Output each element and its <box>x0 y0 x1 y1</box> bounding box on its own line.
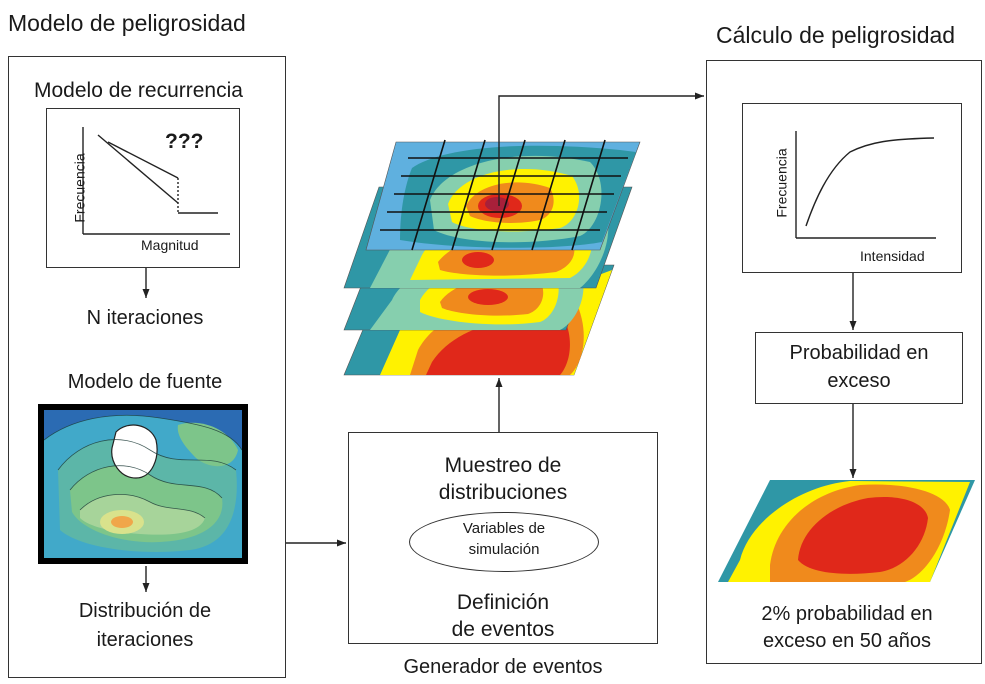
distribution-label-line1: Distribución de <box>78 600 212 622</box>
n-iterations-label: N iteraciones <box>86 307 204 329</box>
hazard-curve <box>795 131 936 239</box>
event-generator-caption: Generador de eventos <box>403 656 603 678</box>
recurrence-model-title: Modelo de recurrencia <box>34 79 243 102</box>
event-generator-box <box>348 432 658 644</box>
definition-label-line1: Definición <box>456 591 550 614</box>
source-model-title: Modelo de fuente <box>67 371 223 393</box>
recurrence-chart <box>46 108 240 268</box>
exceedance-label-line1: Probabilidad en <box>789 342 929 364</box>
sampling-label-line1: Muestreo de <box>444 454 562 477</box>
result-label-line2: exceso en 50 años <box>763 630 931 652</box>
definition-label-line2: de eventos <box>451 618 555 641</box>
recurrence-curve <box>82 127 230 235</box>
variables-label-line2: simulación <box>468 541 540 558</box>
arrow-to-hazard-calculation <box>498 92 704 206</box>
sampling-label-line2: distribuciones <box>438 481 568 504</box>
hazard-curve-chart <box>742 103 962 273</box>
exceedance-label-line2: exceso <box>827 370 891 392</box>
hazard-model-title: Modelo de peligrosidad <box>8 10 246 36</box>
source-model-contours <box>44 410 242 558</box>
result-hazard-map <box>718 480 975 582</box>
recurrence-x-axis-label: Magnitud <box>141 237 199 253</box>
simulation-variables-ellipse <box>409 512 599 572</box>
variables-label-line1: Variables de <box>462 520 546 537</box>
hazard-calculation-title: Cálculo de peligrosidad <box>716 22 956 48</box>
exceedance-probability-box <box>755 332 963 404</box>
recurrence-unknown-label: ??? <box>165 130 204 153</box>
distribution-label-line2: iteraciones <box>96 629 194 651</box>
event-layer-stack <box>343 139 641 376</box>
result-label-line1: 2% probabilidad en <box>761 603 933 625</box>
hazard-x-axis-label: Intensidad <box>860 248 925 264</box>
